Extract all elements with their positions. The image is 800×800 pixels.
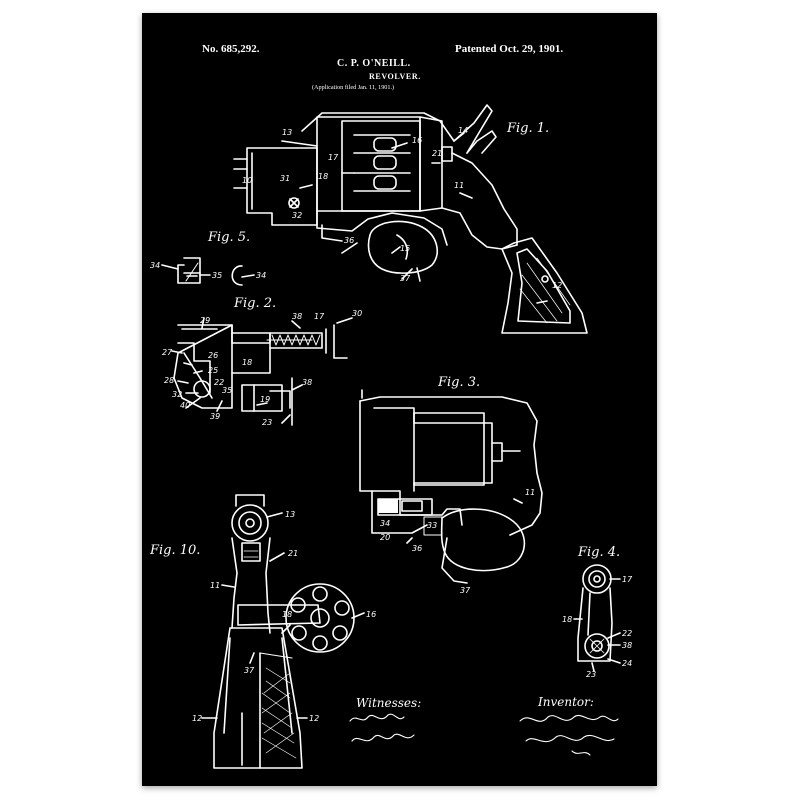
fig5-label: Fig. 5. [208,230,251,245]
fig4-drawing [573,564,621,672]
numeral: 18 [242,358,252,367]
numeral: 23 [262,418,272,427]
inventor-name: C. P. O'NEILL. [337,58,411,69]
fig2-drawing [171,317,353,426]
witnesses-label: Witnesses: [356,696,422,710]
fig5-numerals: 34 35 34 [150,261,266,280]
numeral: 12 [309,714,319,723]
numeral: 24 [622,659,632,668]
numeral: 21 [288,549,298,558]
numeral: 12 [552,281,562,290]
numeral: 22 [622,629,632,638]
fig4-numerals: 17 18 22 38 23 24 [562,575,633,679]
numeral: 10 [242,176,252,185]
numeral: 32 [172,390,182,399]
numeral: 34 [380,519,390,528]
numeral: 11 [525,488,535,497]
numeral: 37 [400,274,411,283]
numeral: 37 [244,666,255,675]
numeral: 36 [344,236,354,245]
numeral: 35 [222,386,232,395]
invention-title: REVOLVER. [369,72,421,81]
fig2-label: Fig. 2. [234,296,277,311]
numeral: 26 [208,351,218,360]
numeral: 15 [400,244,410,253]
fig10-numerals: 13 21 11 18 16 37 12 12 [192,510,376,723]
numeral: 34 [256,271,266,280]
numeral: 30 [352,309,362,318]
fig10-label: Fig. 10. [150,543,201,558]
numeral: 22 [214,378,224,387]
fig1-numerals: 13 14 16 17 21 18 31 32 10 11 12 15 36 3… [242,126,562,290]
numeral: 37 [460,586,471,595]
signature-scribbles [349,713,619,756]
patent-number: No. 685,292. [202,43,260,55]
numeral: 12 [192,714,202,723]
application-date: (Application filed Jan. 11, 1901.) [312,84,395,91]
numeral: 33 [427,521,437,530]
numeral: 34 [150,261,160,270]
fig10-drawing [201,494,365,769]
patent-poster: 13 14 16 17 21 18 31 32 10 11 12 15 36 3… [142,13,657,786]
numeral: 13 [285,510,295,519]
numeral: 18 [562,615,572,624]
fig3-numerals: 11 34 20 33 36 37 [380,488,535,595]
numeral: 18 [282,610,292,619]
numeral: 13 [282,128,292,137]
fig2-numerals: 29 38 17 30 27 26 25 22 28 18 35 32 40 1… [162,309,362,427]
numeral: 25 [208,366,218,375]
numeral: 28 [164,376,174,385]
numeral: 16 [412,136,422,145]
numeral: 21 [432,149,442,158]
numeral: 38 [292,312,302,321]
numeral: 36 [412,544,422,553]
fig1-revolver-drawing [233,104,588,334]
fig1-label: Fig. 1. [507,121,550,136]
numeral: 17 [622,575,633,584]
fig4-label: Fig. 4. [578,545,621,560]
patent-drawing: 13 14 16 17 21 18 31 32 10 11 12 15 36 3… [150,104,633,769]
numeral: 38 [302,378,312,387]
numeral: 20 [380,533,390,542]
numeral: 29 [200,316,210,325]
numeral: 17 [314,312,325,321]
fig3-label: Fig. 3. [438,375,481,390]
fig5-drawing [161,257,255,286]
numeral: 31 [280,174,290,183]
patent-date: Patented Oct. 29, 1901. [455,43,564,55]
numeral: 18 [318,172,328,181]
numeral: 38 [622,641,632,650]
numeral: 35 [212,271,222,280]
numeral: 17 [328,153,339,162]
numeral: 27 [162,348,173,357]
numeral: 40 [180,401,190,410]
numeral: 16 [366,610,376,619]
fig3-drawing [359,389,543,584]
numeral: 14 [458,126,468,135]
numeral: 11 [210,581,220,590]
numeral: 32 [292,211,302,220]
numeral: 19 [260,395,270,404]
numeral: 39 [210,412,220,421]
numeral: 23 [586,670,596,679]
inventor-label: Inventor: [538,695,594,709]
numeral: 11 [454,181,464,190]
